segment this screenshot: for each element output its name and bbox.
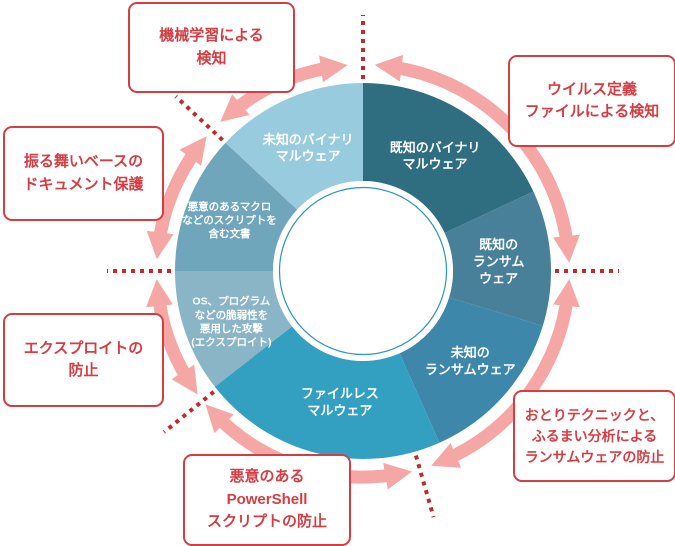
callout-line: ドキュメント保護 [23,175,144,193]
callout-text: おとりテクニックと、 ふるまい分析による ランサムウェアの防止 [525,405,665,468]
coverage-arrow-behavior [146,136,207,260]
segment-label: 未知のバイナリマルウェア [262,132,354,164]
segment-label: ファイルレスマルウェア [301,386,379,418]
callout-text: 振る舞いベースの ドキュメント保護 [23,151,143,196]
segment-label: 既知のバイナリマルウェア [390,140,481,172]
inner-ring [278,186,448,356]
callout-line: ふるまい分析による [531,427,658,444]
callout-decoy-ransomware-prevention: おとりテクニックと、 ふるまい分析による ランサムウェアの防止 [513,390,675,482]
callout-virus-definition: ウイルス定義 ファイルによる検知 [508,55,675,147]
callout-machine-learning: 機械学習による 検知 [128,2,295,93]
segment-label: 既知のランサムウェア [473,237,525,286]
callout-line: PowerShell [226,490,308,508]
callout-text: エクスプロイトの 防止 [24,338,144,383]
boundary-dotted-line [174,94,224,142]
callout-behavior-document: 振る舞いベースの ドキュメント保護 [3,126,164,221]
callout-text: 悪意のある PowerShell スクリプトの防止 [207,466,327,534]
callout-line: ウイルス定義 [546,80,637,98]
boundary-dotted-line [162,390,216,434]
callout-exploit-prevention: エクスプロイトの 防止 [3,313,164,407]
callout-powershell-prevention: 悪意のある PowerShell スクリプトの防止 [183,454,351,546]
callout-line: 検知 [196,49,227,67]
callout-line: ファイルによる検知 [524,103,660,120]
callout-line: スクリプトの防止 [206,513,327,531]
coverage-arrow-exploit [146,279,198,395]
callout-text: ウイルス定義 ファイルによる検知 [525,79,660,124]
segment-exploit-attack: OS、プログラムなどの脆弱性を悪用した攻撃(エクスプロイト) [175,271,293,387]
callout-line: 機械学習による [159,27,264,44]
callout-line: 悪意のある [229,468,305,486]
callout-text: 機械学習による 検知 [159,25,264,70]
segment-label: OS、プログラムなどの脆弱性を悪用した攻撃(エクスプロイト) [191,295,271,349]
callout-line: ランサムウェアの防止 [524,448,665,465]
callout-line: エクスプロイトの [23,339,144,357]
callout-line: おとりテクニックと、 [524,406,665,423]
wheel-center-hole [273,181,453,361]
boundary-dotted-line [413,455,436,518]
callout-line: 振る舞いベースの [23,153,144,170]
segment-wedge [175,271,293,387]
callout-line: 防止 [68,362,99,379]
